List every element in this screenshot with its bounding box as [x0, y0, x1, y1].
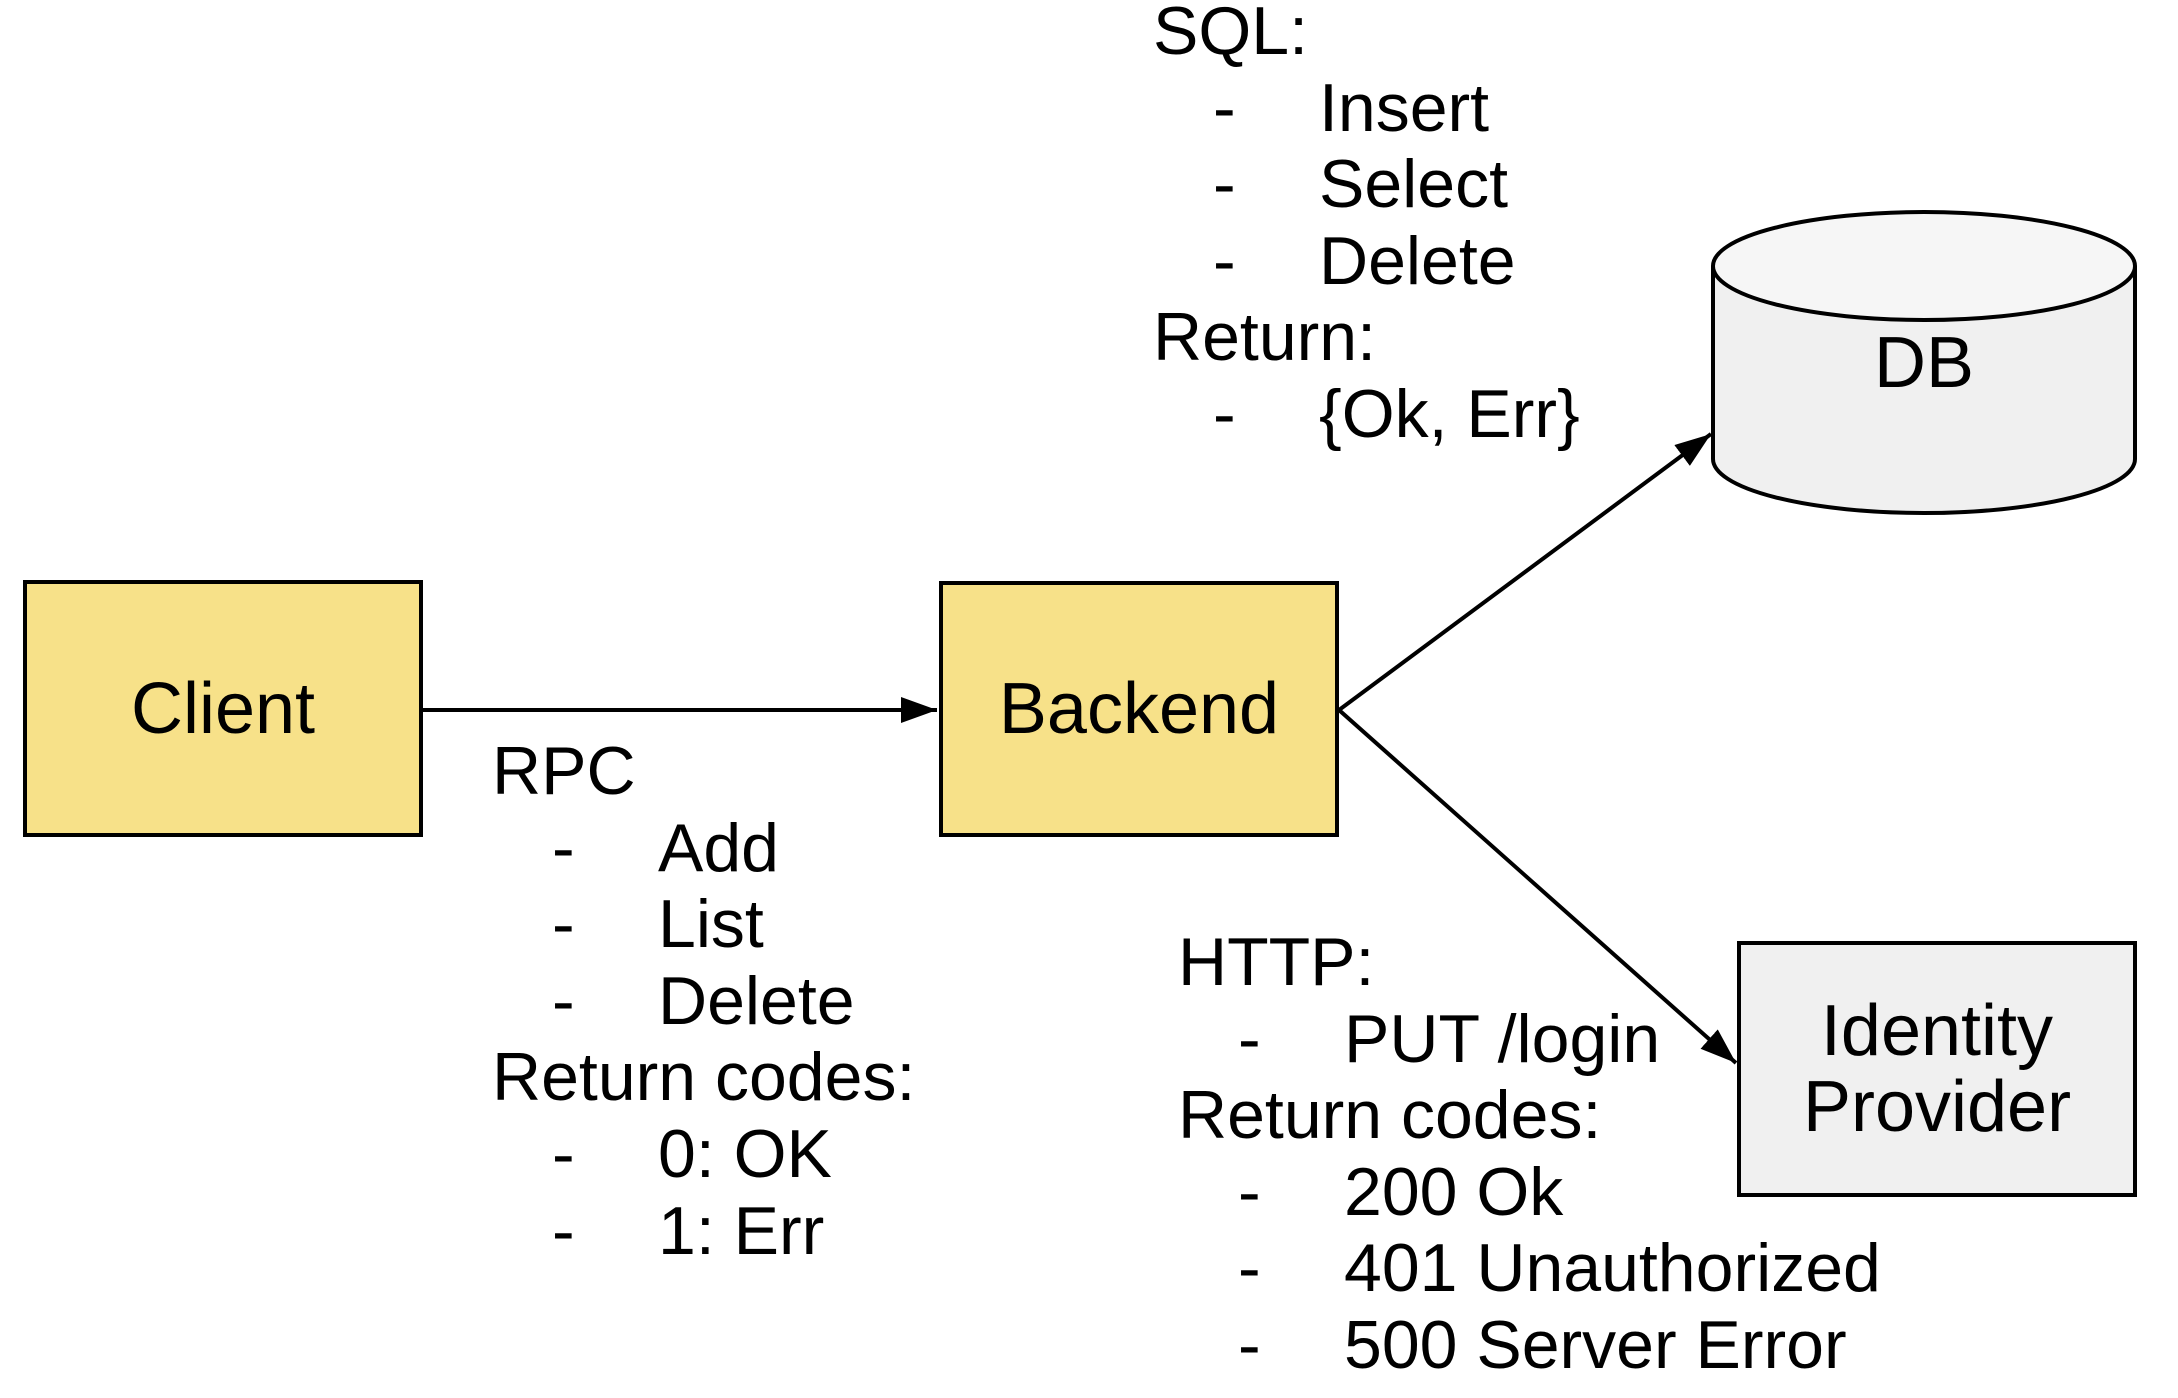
bullet-dash: -: [1238, 1000, 1261, 1077]
bullet-dash: -: [1213, 222, 1236, 299]
rpc-method-delete: Delete: [658, 962, 855, 1039]
rpc-method-item: - Delete: [492, 963, 915, 1040]
http-method-put-login: PUT /login: [1344, 1000, 1661, 1077]
sql-method-insert: Insert: [1319, 69, 1490, 146]
http-return-200: 200 Ok: [1344, 1153, 1564, 1230]
http-heading: HTTP:: [1178, 924, 1375, 1000]
bullet-dash: -: [1238, 1230, 1261, 1307]
bullet-dash: -: [1213, 375, 1236, 452]
client-node-label: Client: [130, 668, 316, 749]
rpc-heading: RPC: [492, 733, 636, 809]
bullet-dash: -: [1213, 69, 1236, 146]
bullet-dash: -: [552, 1192, 575, 1269]
http-return-item: - 500 Server Error: [1178, 1307, 1881, 1384]
identity-provider-label-line1: Identity: [1820, 991, 2054, 1071]
rpc-method-list: List: [658, 886, 764, 963]
http-return-heading: Return codes:: [1178, 1077, 1602, 1154]
sql-method-delete: Delete: [1319, 222, 1516, 299]
sql-method-item: - Delete: [1153, 223, 1580, 300]
edge-backend-to-idp: [1337, 708, 1738, 1065]
bullet-dash: -: [1213, 146, 1236, 223]
rpc-return-item: - 0: OK: [492, 1116, 915, 1193]
sql-annotation-block: SQL: - Insert - Select - Delete Return: …: [1153, 0, 1580, 453]
identity-provider-node: Identity Provider: [1737, 941, 2137, 1197]
rpc-method-add: Add: [658, 809, 779, 886]
bullet-dash: -: [1238, 1306, 1261, 1383]
rpc-return-ok: 0: OK: [658, 1115, 832, 1192]
bullet-dash: -: [552, 1115, 575, 1192]
http-return-item: - 401 Unauthorized: [1178, 1230, 1881, 1307]
http-return-401: 401 Unauthorized: [1344, 1230, 1881, 1307]
db-cylinder-top: [1711, 210, 2137, 322]
bullet-dash: -: [552, 962, 575, 1039]
http-return-500: 500 Server Error: [1344, 1306, 1847, 1383]
sql-return-heading: Return:: [1153, 299, 1376, 376]
http-annotation-block: HTTP: - PUT /login Return codes: - 200 O…: [1178, 924, 1881, 1384]
rpc-method-item: - List: [492, 886, 915, 963]
rpc-return-item: - 1: Err: [492, 1193, 915, 1270]
sql-method-item: - Insert: [1153, 70, 1580, 147]
sql-heading: SQL:: [1153, 0, 1308, 69]
rpc-annotation-block: RPC - Add - List - Delete Return codes: …: [492, 733, 915, 1269]
rpc-return-heading: Return codes:: [492, 1039, 916, 1116]
backend-node-label: Backend: [998, 669, 1280, 749]
db-cylinder-shape: [1711, 210, 2137, 515]
identity-provider-label-line2: Provider: [1802, 1067, 2072, 1147]
sql-return-ok-err: {Ok, Err}: [1319, 375, 1580, 452]
db-node-label: DB: [1873, 322, 1975, 403]
sql-method-item: - Select: [1153, 146, 1580, 223]
client-node: Client: [23, 580, 423, 837]
sql-return-item: - {Ok, Err}: [1153, 376, 1580, 453]
edge-backend-to-db: [1337, 432, 1713, 712]
sql-method-select: Select: [1319, 146, 1508, 223]
bullet-dash: -: [1238, 1153, 1261, 1230]
http-return-item: - 200 Ok: [1178, 1154, 1881, 1231]
backend-node: Backend: [939, 581, 1339, 837]
rpc-return-err: 1: Err: [658, 1192, 825, 1269]
bullet-dash: -: [552, 886, 575, 963]
rpc-method-item: - Add: [492, 810, 915, 887]
bullet-dash: -: [552, 809, 575, 886]
http-method-item: - PUT /login: [1178, 1001, 1881, 1078]
